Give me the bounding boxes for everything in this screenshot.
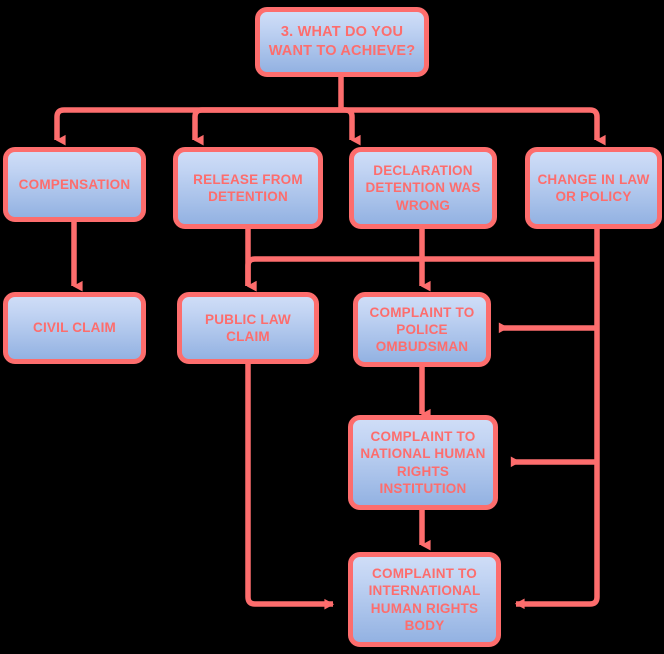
node-release-from-detention-label: RELEASE FROM DETENTION — [193, 171, 303, 204]
edge-root-to-declaration — [341, 107, 361, 146]
node-root-label: 3. WHAT DO YOU WANT TO ACHIEVE? — [268, 24, 416, 59]
node-declaration-detention-was-wrong[interactable]: DECLARATION DETENTION WAS WRONG — [349, 147, 497, 229]
node-complaint-to-national-human-rights-institution[interactable]: COMPLAINT TO NATIONAL HUMAN RIGHTS INSTI… — [348, 415, 498, 510]
node-civil-claim-label: CIVIL CLAIM — [33, 320, 116, 336]
node-declaration-detention-was-wrong-label: DECLARATION DETENTION WAS WRONG — [365, 163, 481, 213]
node-compensation-label: COMPENSATION — [18, 176, 131, 192]
node-release-from-detention[interactable]: RELEASE FROM DETENTION — [173, 147, 323, 229]
node-complaint-to-police-ombudsman[interactable]: COMPLAINT TO POLICE OMBUDSMAN — [353, 292, 491, 367]
edge-root-to-compensation — [54, 107, 341, 146]
node-compensation[interactable]: COMPENSATION — [3, 147, 146, 222]
edge-change-trunk — [514, 229, 600, 610]
node-change-in-law-or-policy[interactable]: CHANGE IN LAW OR POLICY — [525, 147, 662, 229]
edge-public-law-claim-to-international-body — [245, 364, 335, 610]
node-public-law-claim[interactable]: PUBLIC LAW CLAIM — [177, 292, 319, 364]
edge-bus-to-public-law-claim — [245, 256, 597, 292]
node-complaint-to-police-ombudsman-label: COMPLAINT TO POLICE OMBUDSMAN — [369, 304, 475, 355]
edge-root-to-release — [192, 107, 341, 146]
node-root[interactable]: 3. WHAT DO YOU WANT TO ACHIEVE? — [255, 7, 429, 77]
node-complaint-to-national-human-rights-institution-label: COMPLAINT TO NATIONAL HUMAN RIGHTS INSTI… — [360, 428, 486, 496]
node-complaint-to-international-human-rights-body[interactable]: COMPLAINT TO INTERNATIONAL HUMAN RIGHTS … — [348, 552, 501, 647]
node-public-law-claim-label: PUBLIC LAW CLAIM — [205, 311, 291, 344]
node-civil-claim[interactable]: CIVIL CLAIM — [3, 292, 146, 364]
node-complaint-to-international-human-rights-body-label: COMPLAINT TO INTERNATIONAL HUMAN RIGHTS … — [368, 565, 481, 633]
edge-root-to-change — [341, 107, 606, 146]
node-change-in-law-or-policy-label: CHANGE IN LAW OR POLICY — [537, 171, 650, 204]
